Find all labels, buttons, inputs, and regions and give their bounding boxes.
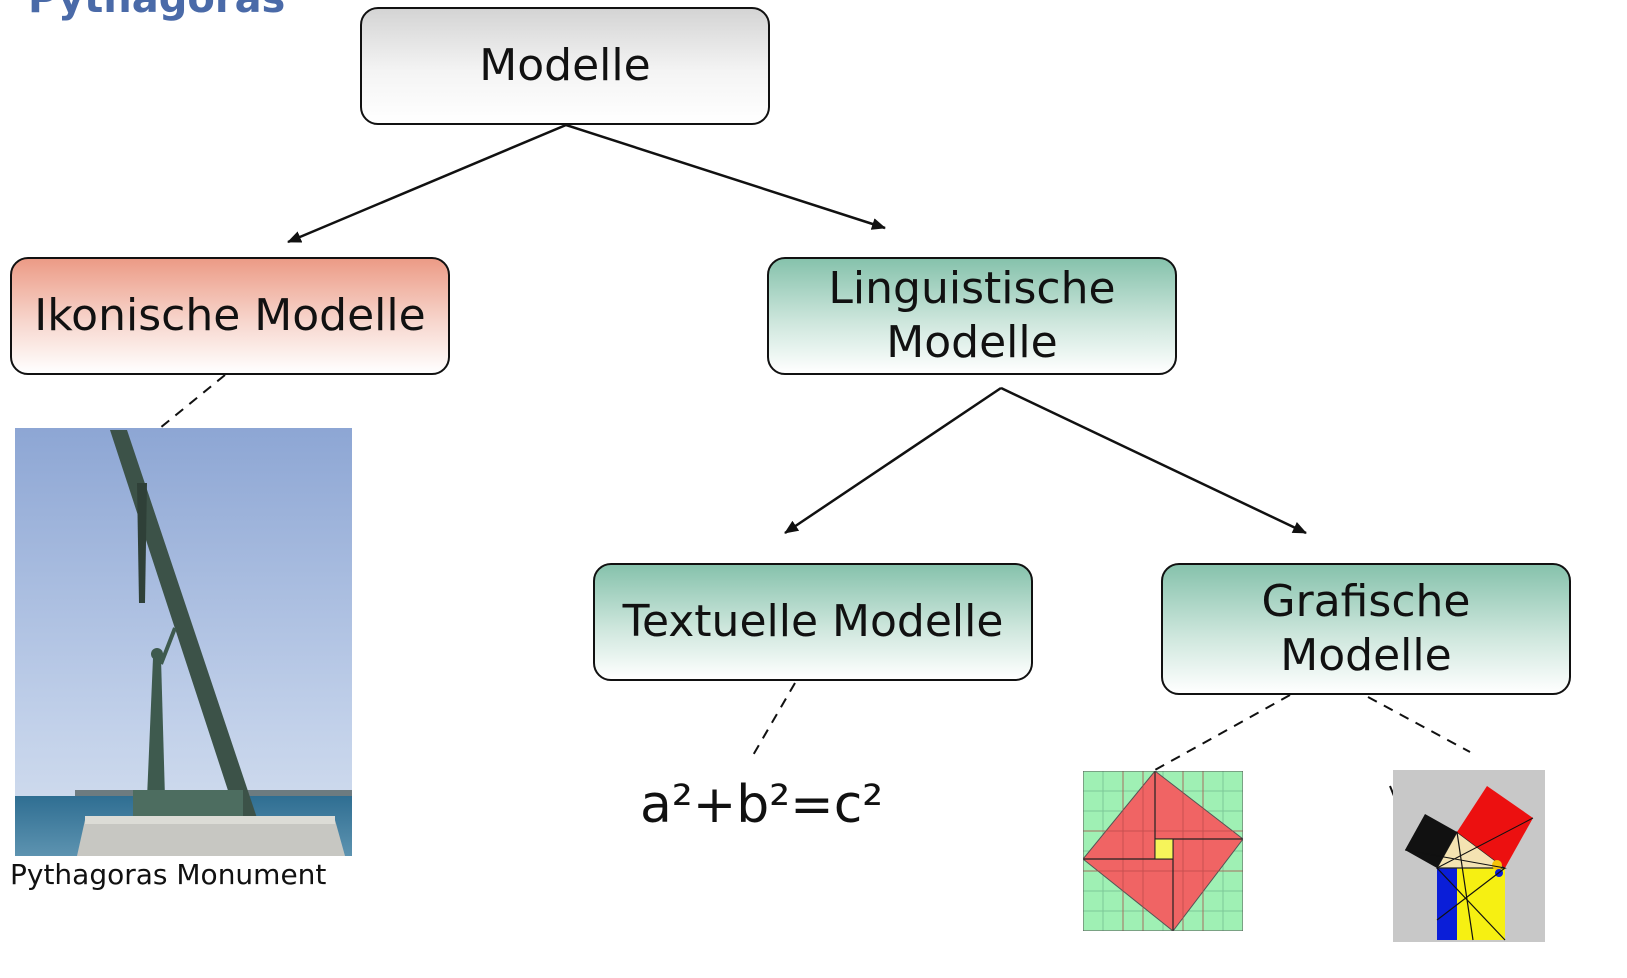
edge-root-linguistisch <box>565 123 886 230</box>
node-linguistische-modelle: Linguistische Modelle <box>767 257 1177 375</box>
edge-linguistisch-textuell <box>784 386 1002 535</box>
edge-linguistisch-grafisch <box>1000 386 1307 535</box>
node-linguistische-line-1: Linguistische <box>828 263 1116 315</box>
pythagoras-formula: a²+b²=c² <box>640 775 884 835</box>
link-grafisch-proof1 <box>1154 694 1291 771</box>
monument-caption: Pythagoras Monument <box>10 858 327 891</box>
node-textuelle-modelle-label: Textuelle Modelle <box>622 596 1004 648</box>
edge-root-ikonisch <box>287 123 567 244</box>
node-grafische-line-1: Grafische <box>1261 576 1471 628</box>
node-linguistische-line-2: Modelle <box>886 317 1058 368</box>
link-grafisch-proof2 <box>1367 696 1471 753</box>
slide-title: Pythagoras <box>28 0 285 22</box>
node-grafische-line-2: Modelle <box>1280 630 1452 681</box>
node-modelle-label: Modelle <box>479 40 651 92</box>
node-modelle: Modelle <box>360 7 770 125</box>
link-ikonisch-photo <box>159 374 226 429</box>
colored-squares-proof-figure <box>1393 770 1545 942</box>
grid-square-proof-figure <box>1083 771 1243 931</box>
node-ikonische-modelle: Ikonische Modelle <box>10 257 450 375</box>
node-ikonische-modelle-label: Ikonische Modelle <box>34 290 426 342</box>
pythagoras-monument-photo <box>15 428 352 856</box>
node-grafische-modelle: Grafische Modelle <box>1161 563 1571 695</box>
link-textuell-formula <box>751 682 796 758</box>
node-textuelle-modelle: Textuelle Modelle <box>593 563 1033 681</box>
